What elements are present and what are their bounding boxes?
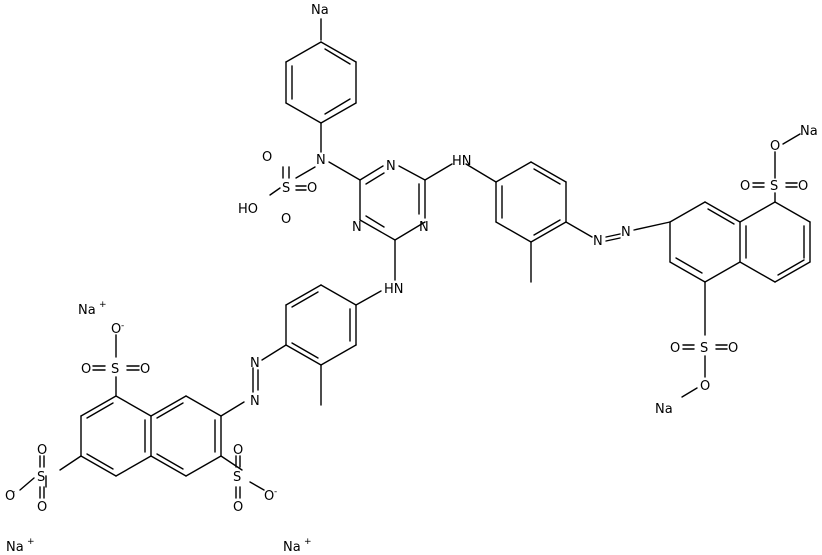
atom-sulfo-o-up: O	[262, 150, 272, 165]
atom-o-left-top-left: O	[81, 362, 91, 377]
atom-s-mid-bottom: S	[233, 470, 241, 485]
atom-sulfo-o-down: O	[281, 212, 291, 227]
atom-na-top-right: Na	[800, 124, 818, 139]
atom-triazine-n3: N	[352, 220, 362, 235]
atom-labels: Na N S O O O HO N N N HN HN N N N N S O …	[5, 3, 818, 515]
charge-neg-mid-bottom: -	[274, 487, 277, 497]
bond-lines	[19, 18, 811, 499]
atom-azo-left-n2: N	[250, 394, 260, 409]
atom-o-mid-right-right: O	[728, 341, 738, 356]
atom-o-mid-right-down: O	[700, 379, 710, 394]
atom-o-mid-bottom-down: O	[233, 500, 243, 515]
atom-azo-left-n1: N	[250, 356, 260, 371]
charge-neg-left-top: -	[121, 321, 124, 331]
atom-na-top: Na	[311, 3, 329, 18]
atom-sulfo-s: S	[282, 181, 290, 196]
charge-neg-left-bottom: -	[12, 487, 15, 497]
atom-o-left-bottom-left: O	[5, 489, 15, 504]
counter-ion-na-lower-mid: Na	[283, 540, 301, 555]
atom-s-top-right: S	[770, 179, 778, 194]
atom-o-top-right-left: O	[740, 179, 750, 194]
atom-n-amine: N	[316, 153, 326, 168]
atom-triazine-n1: N	[386, 159, 396, 174]
atom-o-mid-right-left: O	[670, 341, 680, 356]
atom-nh-left: HN	[384, 282, 404, 297]
charge-pos-lower-mid: +	[304, 537, 312, 547]
atom-s-left-bottom: S	[37, 470, 45, 485]
atom-o-left-bottom-down: O	[37, 500, 47, 515]
atom-nh-right: HN	[452, 154, 472, 169]
counter-ion-na-upper-left: Na	[78, 303, 96, 318]
atom-s-left-top: S	[111, 362, 119, 377]
atom-na-mid-right: Na	[655, 402, 673, 417]
atom-s-mid-right: S	[700, 341, 708, 356]
atom-o-top-right-up: O	[770, 139, 780, 154]
counter-ions: Na + Na + Na +	[6, 300, 312, 555]
atom-o-mid-bottom-right: O	[264, 489, 274, 504]
charge-labels: - - -	[12, 321, 277, 497]
atom-sulfo-o-right: O	[307, 181, 317, 196]
atom-sulfo-ho: HO	[238, 202, 258, 217]
atom-o-left-top-up: O	[111, 322, 121, 337]
counter-ion-na-lower-left: Na	[6, 540, 24, 555]
atom-azo-right-n2: N	[621, 225, 631, 240]
atom-triazine-n2: N	[419, 220, 429, 235]
atom-o-left-bottom-up: O	[37, 443, 47, 458]
atom-azo-right-n1: N	[593, 234, 603, 249]
charge-pos-lower-left: +	[27, 537, 35, 547]
atom-o-left-top-right: O	[140, 362, 150, 377]
charge-pos-upper-left: +	[99, 300, 107, 310]
atom-o-top-right-right: O	[798, 179, 808, 194]
atom-o-mid-bottom-up: O	[233, 443, 243, 458]
